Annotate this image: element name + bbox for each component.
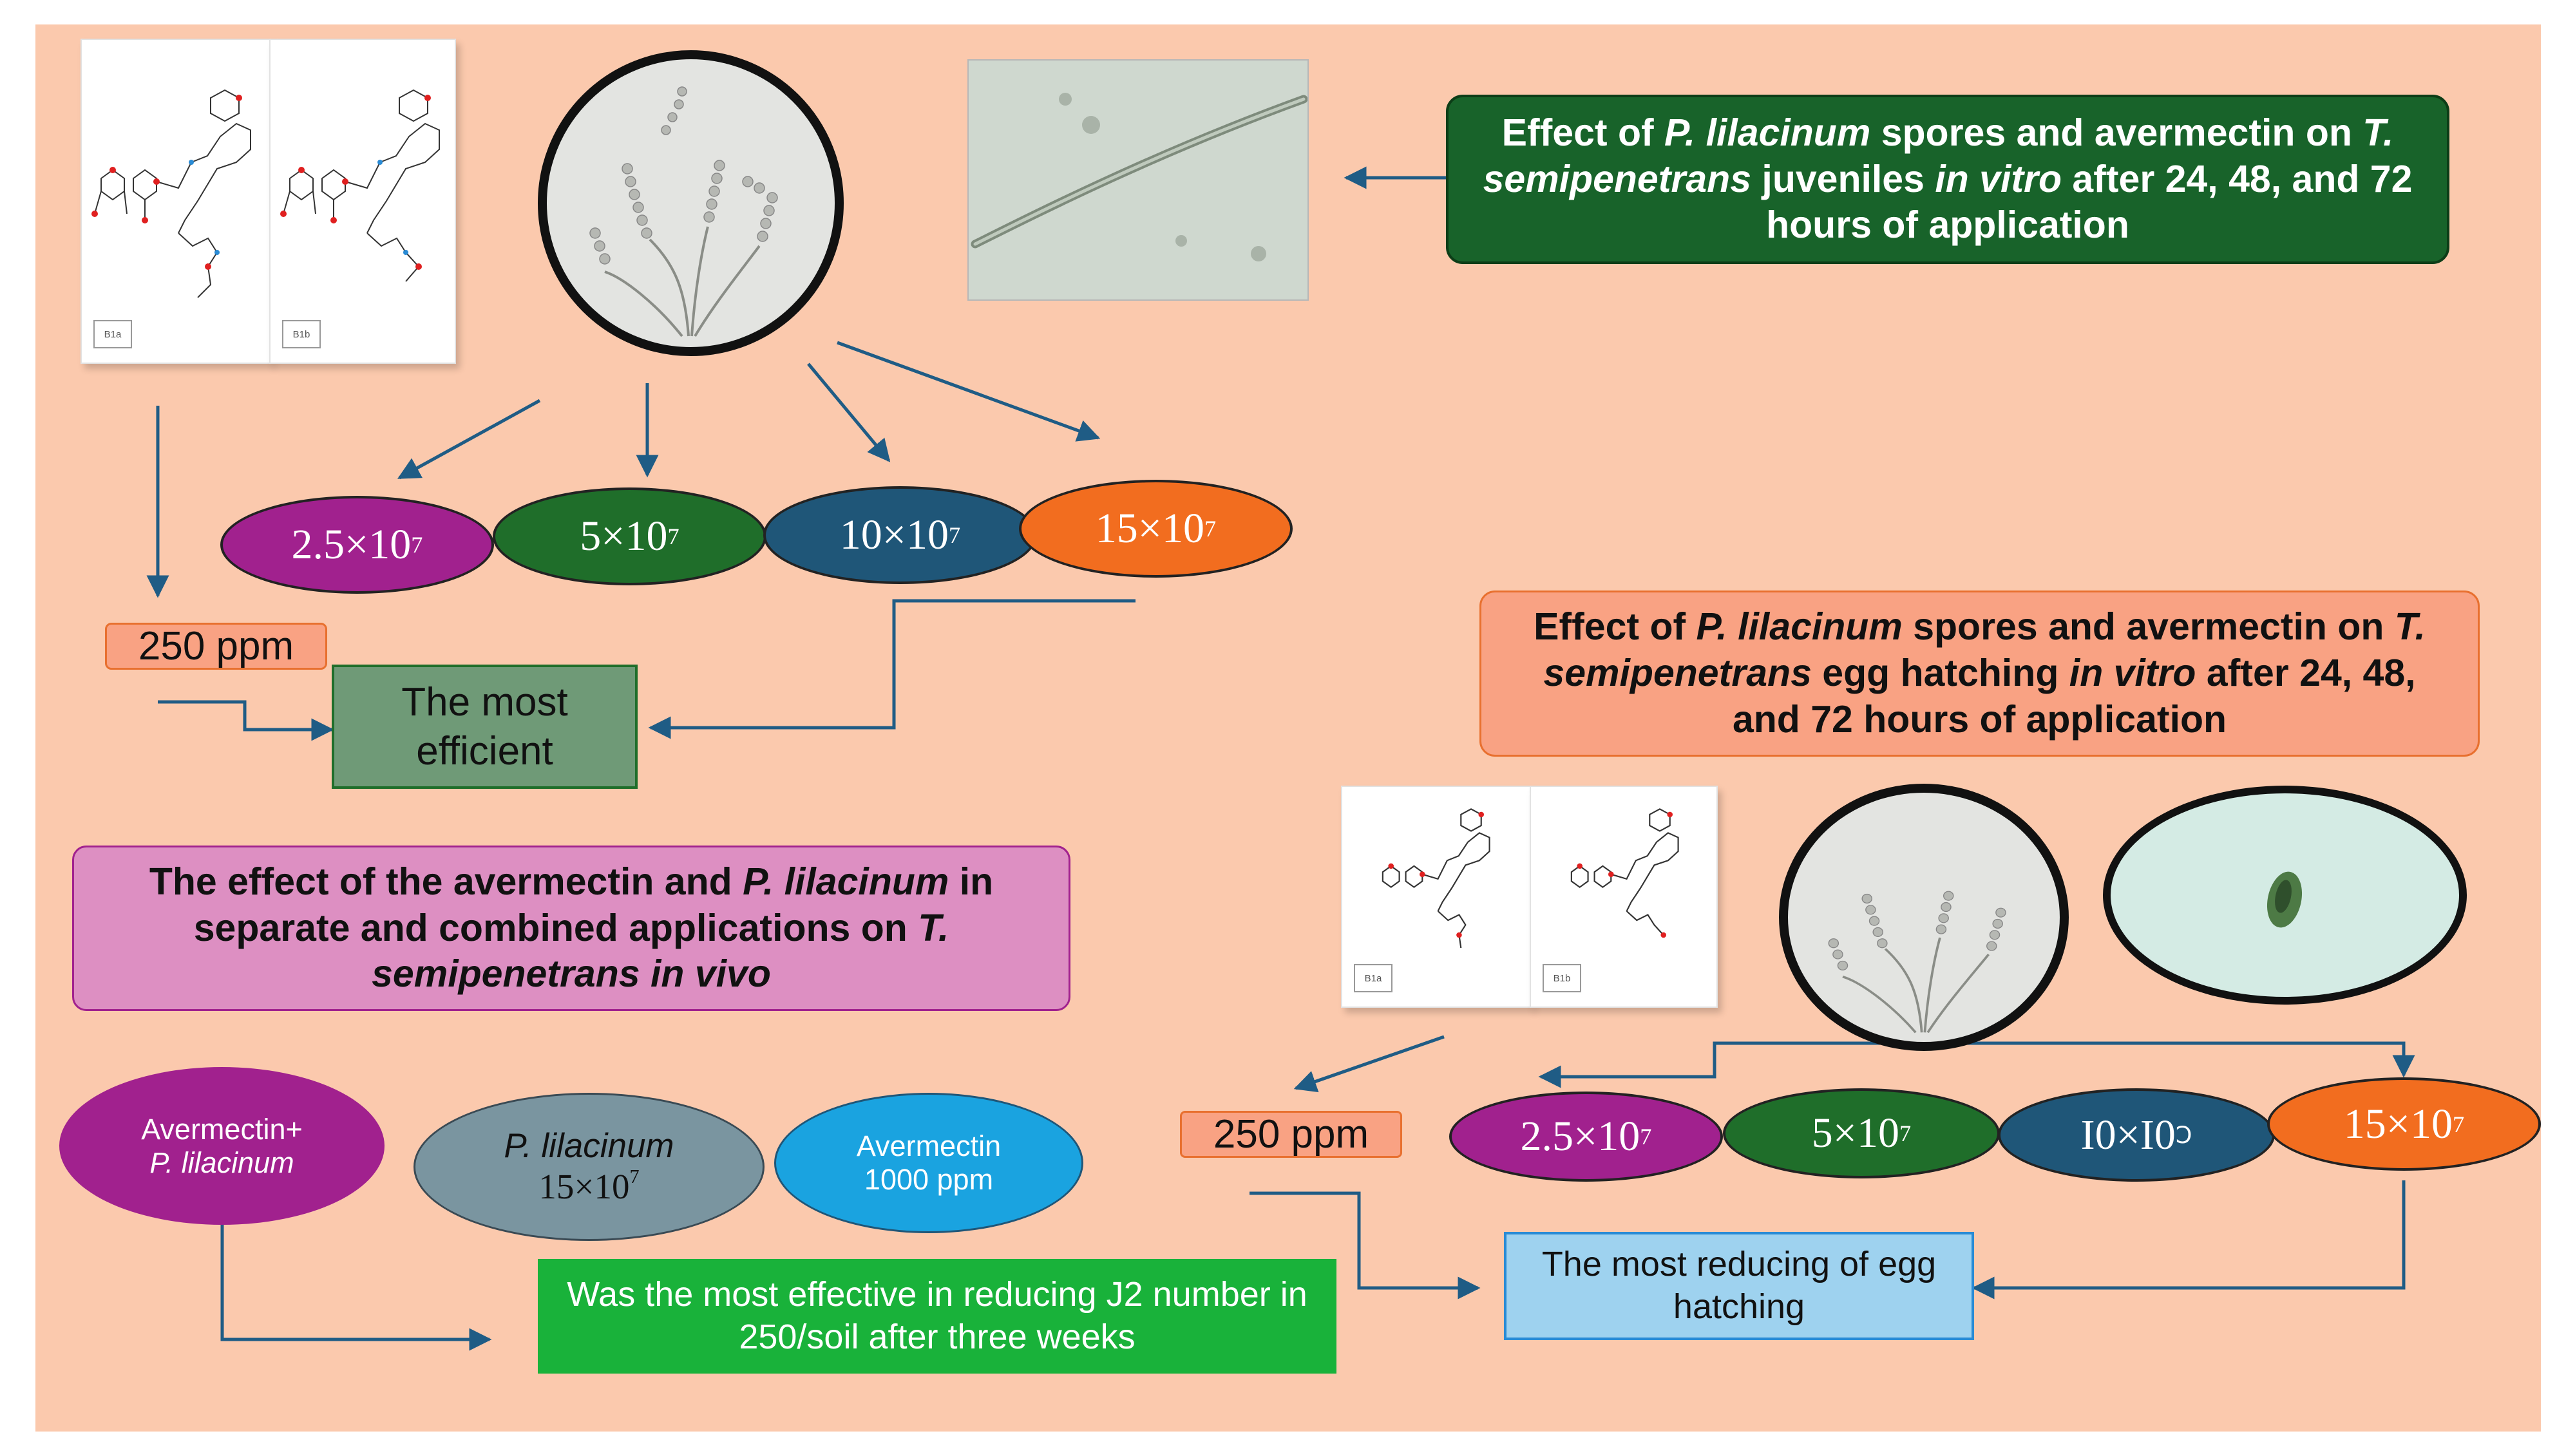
- treatment-avermectin-ellipse: Avermectin 1000 ppm: [774, 1093, 1083, 1233]
- structure-card-b1a-bottom: B1a: [1341, 786, 1532, 1008]
- arrow-to-conc-3: [807, 363, 891, 462]
- structure-label: B1b: [1543, 964, 1581, 992]
- structure-card-b1b: B1b: [269, 39, 456, 364]
- arrow-conc-to-efficient: [648, 599, 1136, 739]
- molecule-drawing: [280, 89, 440, 282]
- molecule-drawing: [91, 89, 251, 298]
- most-efficient-box: The most efficient: [332, 665, 638, 789]
- treatment-combined-ellipse: Avermectin+ P. lilacinum: [59, 1067, 385, 1225]
- egg-hatching-effect-box: Effect of P. lilacinum spores and averme…: [1479, 591, 2480, 757]
- arrow-to-conc-4: [837, 341, 1101, 442]
- arrow-micro-to-conc-4: [1894, 1041, 2415, 1078]
- juvenile-micrograph: [967, 59, 1309, 301]
- most-reducing-box: The most reducing of egg hatching: [1504, 1232, 1974, 1340]
- most-effective-box: Was the most effective in reducing J2 nu…: [538, 1259, 1336, 1374]
- molecule-drawing: [1570, 808, 1679, 938]
- molecule-drawing: [1382, 808, 1490, 949]
- arrow-ppm-to-reducing: [1250, 1191, 1481, 1300]
- spore-chains: [589, 86, 778, 337]
- structure-card-b1a: B1a: [81, 39, 271, 364]
- arrow-to-conc-1: [397, 399, 541, 480]
- in-vivo-effect-text: The effect of the avermectin and P. lila…: [149, 860, 994, 996]
- egg-micrograph: [2103, 786, 2467, 1005]
- fungus-micrograph-bottom: [1779, 784, 2069, 1051]
- fungus-micrograph: [538, 50, 844, 356]
- juveniles-effect-text: Effect of P. lilacinum spores and averme…: [1483, 111, 2413, 247]
- nematode-shape: [971, 93, 1307, 261]
- ppm-label-top: 250 ppm: [105, 623, 327, 670]
- arrow-conc-to-reducing: [1972, 1180, 2406, 1300]
- spore-chains: [1828, 891, 2006, 1034]
- egg-hatching-effect-text: Effect of P. lilacinum spores and averme…: [1534, 605, 2426, 741]
- in-vivo-effect-box: The effect of the avermectin and P. lila…: [72, 846, 1070, 1011]
- structure-label: B1a: [1354, 964, 1392, 992]
- treatment-plilacinum-ellipse: P. lilacinum 15×107: [413, 1093, 765, 1241]
- arrow-to-ppm-bottom: [1293, 1035, 1445, 1093]
- structure-card-b1b-bottom: B1b: [1530, 786, 1718, 1008]
- ppm-label-bottom: 250 ppm: [1180, 1111, 1402, 1158]
- structure-label: B1a: [93, 320, 132, 348]
- structure-label: B1b: [282, 320, 321, 348]
- arrow-micro-to-conc-1: [1538, 1041, 1894, 1088]
- egg-shape: [2267, 871, 2303, 928]
- arrow-ppm-to-efficient: [158, 700, 334, 741]
- arrow-combined-to-effective: [220, 1219, 492, 1351]
- juveniles-effect-box: Effect of P. lilacinum spores and averme…: [1446, 95, 2449, 264]
- treatment-plilacinum-dose: 15×107: [538, 1166, 640, 1207]
